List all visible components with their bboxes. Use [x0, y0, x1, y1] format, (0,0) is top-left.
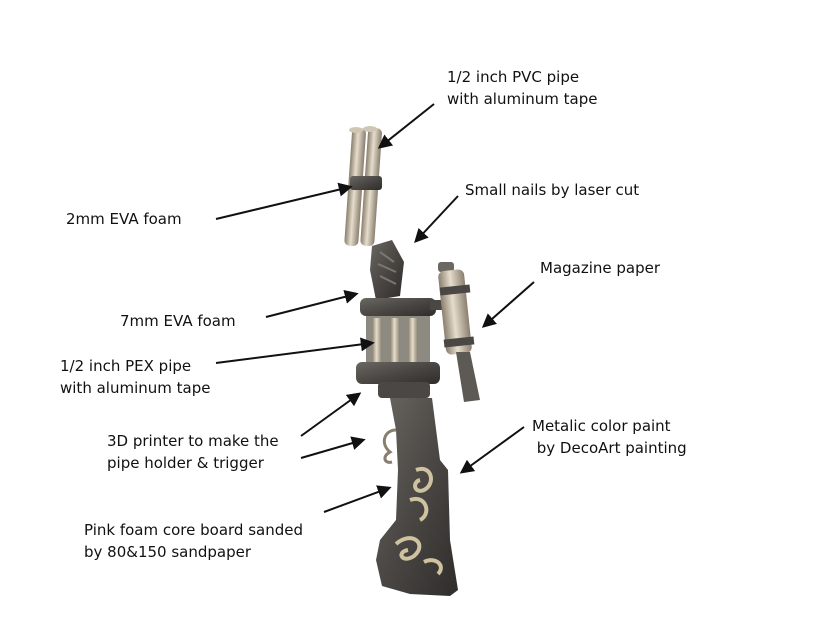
label-magazine-paper: Magazine paper	[540, 257, 660, 279]
arrow-magazine-paper	[484, 282, 534, 326]
label-pvc-pipe: 1/2 inch PVC pipe with aluminum tape	[447, 66, 597, 110]
label-pex-pipe: 1/2 inch PEX pipe with aluminum tape	[60, 355, 210, 399]
nails-piece	[370, 240, 404, 300]
barrel-band	[350, 176, 382, 190]
arrow-pink-foam	[324, 488, 389, 512]
arrow-3d-printer-trigger	[301, 440, 363, 458]
label-3d-printer: 3D printer to make the pipe holder & tri…	[107, 430, 279, 474]
label-pink-foam: Pink foam core board sanded by 80&150 sa…	[84, 519, 303, 563]
cylinder	[356, 298, 440, 398]
arrow-pex-pipe	[216, 343, 372, 363]
arrow-eva-7mm	[266, 294, 356, 317]
arrow-3d-printer-holder	[301, 394, 359, 436]
arrow-small-nails	[416, 196, 458, 241]
arrow-pvc-pipe	[380, 104, 434, 147]
label-eva-7mm: 7mm EVA foam	[120, 310, 236, 332]
label-metallic-paint: Metalic color paint by DecoArt painting	[532, 415, 687, 459]
grip	[376, 398, 458, 596]
arrow-eva-2mm	[216, 187, 350, 219]
label-eva-2mm: 2mm EVA foam	[66, 208, 182, 230]
trigger	[384, 430, 396, 462]
label-small-nails: Small nails by laser cut	[465, 179, 639, 201]
arrow-metallic-paint	[462, 427, 524, 472]
